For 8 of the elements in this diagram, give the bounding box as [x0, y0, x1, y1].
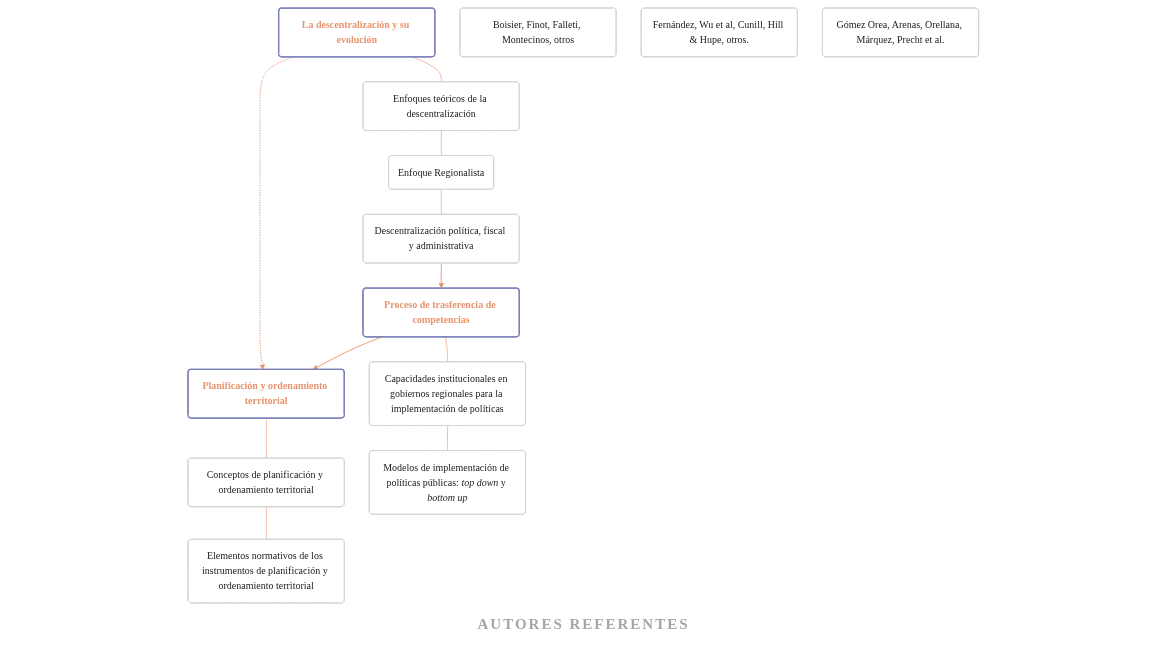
connector: [441, 130, 442, 156]
connector: [266, 417, 267, 459]
connector: [266, 506, 267, 540]
connector: [441, 188, 442, 215]
section-heading: AUTORES REFERENTES: [477, 616, 690, 632]
connector: [445, 336, 449, 362]
connector: [447, 425, 449, 451]
connector: [412, 56, 442, 82]
